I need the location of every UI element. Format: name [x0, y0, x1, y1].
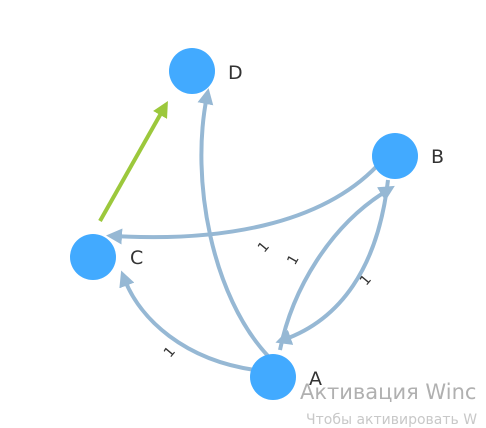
edge-weight-b-c: 1	[255, 239, 273, 256]
node-d-circle[interactable]	[169, 48, 215, 94]
activation-watermark-title: Активация Winc	[300, 380, 477, 404]
edge-b-c[interactable]	[106, 164, 379, 245]
node-d-label: D	[228, 62, 243, 84]
node-b-circle[interactable]	[372, 133, 418, 179]
edge-weight-a-c: 1	[161, 344, 179, 361]
node-a-label: A	[309, 368, 322, 390]
node-a-circle[interactable]	[250, 354, 296, 400]
node-c-label: C	[130, 247, 143, 269]
edge-weight-b-a: 1	[357, 272, 375, 289]
edge-a-b[interactable]	[278, 185, 395, 351]
edge-a-c[interactable]	[119, 270, 256, 372]
node-b-label: B	[431, 146, 444, 168]
node-c-circle[interactable]	[70, 234, 116, 280]
edge-b-a[interactable]	[275, 179, 390, 345]
node-b[interactable]: B	[372, 133, 444, 179]
activation-watermark-subtitle: Чтобы активировать W	[306, 412, 478, 428]
edge-weight-a-b: 1	[284, 252, 302, 268]
node-c[interactable]: C	[70, 234, 143, 280]
node-d[interactable]: D	[169, 48, 243, 94]
node-a[interactable]: A	[250, 354, 322, 400]
edge-c-d[interactable]	[98, 101, 168, 222]
